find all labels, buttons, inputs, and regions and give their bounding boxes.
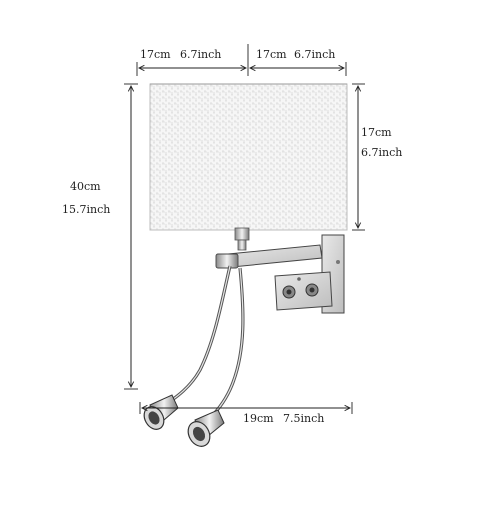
shade-width-front-metric: 17cm bbox=[140, 48, 171, 61]
total-depth-metric: 19cm bbox=[243, 412, 274, 425]
lamp-shade bbox=[149, 83, 348, 231]
shade-width-side-imperial: 6.7inch bbox=[294, 48, 336, 61]
shade-width-side-metric: 17cm bbox=[256, 48, 287, 61]
switch-box bbox=[274, 271, 333, 311]
gooseneck-right bbox=[208, 267, 245, 420]
reading-light-left bbox=[143, 394, 179, 430]
shade-height-imperial: 6.7inch bbox=[361, 146, 403, 159]
total-height-metric: 40cm bbox=[70, 180, 101, 193]
dimension-lines bbox=[124, 44, 365, 414]
shade-stem bbox=[234, 227, 250, 251]
total-height-imperial: 15.7inch bbox=[62, 203, 111, 216]
reading-light-right bbox=[187, 409, 225, 447]
shade-height-metric: 17cm bbox=[361, 126, 392, 139]
horizontal-arm bbox=[215, 244, 323, 269]
shade-width-front-imperial: 6.7inch bbox=[180, 48, 222, 61]
gooseneck-left bbox=[164, 265, 232, 407]
total-depth-imperial: 7.5inch bbox=[283, 412, 325, 425]
